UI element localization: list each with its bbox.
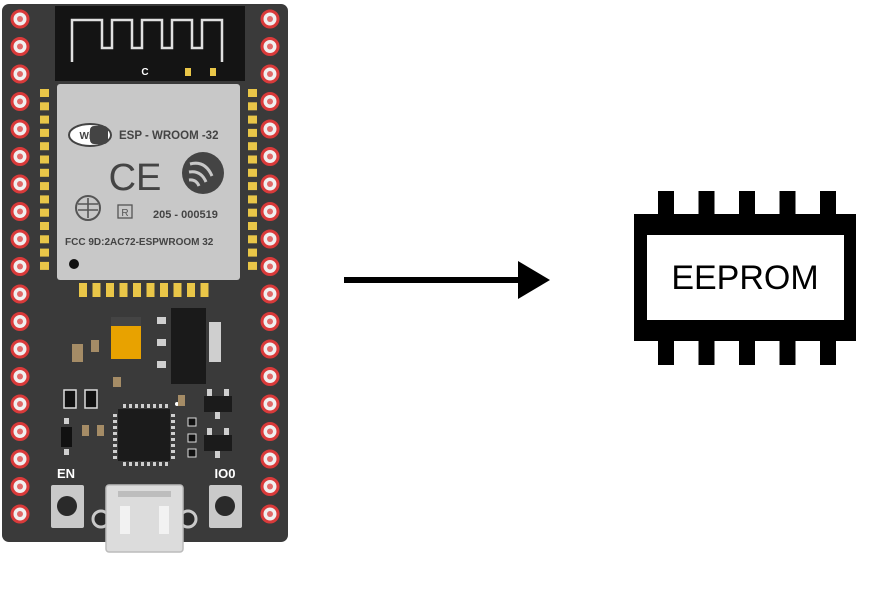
voltage-regulator <box>171 308 206 384</box>
esp32-dev-board: C WiFi ESP - WROOM -32 CE R 205 - 000519 <box>2 4 288 553</box>
chip-pins <box>113 404 175 466</box>
eeprom-pin-top <box>698 191 715 217</box>
usb-uart-chip <box>118 409 170 461</box>
antenna-trace <box>70 18 224 62</box>
eeprom-pin-top <box>739 191 755 217</box>
eeprom-label: EEPROM <box>671 259 818 297</box>
antenna-label: C <box>141 67 148 78</box>
button-en-label: EN <box>57 466 75 481</box>
eeprom-pin-top <box>779 191 796 217</box>
fcc-id: FCC 9D:2AC72-ESPWROOM 32 <box>65 237 214 248</box>
ce-mark: CE <box>109 157 162 199</box>
wifi-logo-text: WiFi <box>79 131 100 142</box>
module-brand: ESP - WROOM -32 <box>119 130 218 142</box>
micro-usb-connector <box>91 484 198 553</box>
registered-mark: R <box>121 208 128 219</box>
eeprom-pin-top <box>658 191 674 217</box>
transistor <box>204 435 232 451</box>
flow-arrow <box>344 261 550 299</box>
eeprom-pin-bottom <box>820 338 836 365</box>
registered-box <box>117 204 133 219</box>
registration-number: 205 - 000519 <box>153 209 218 221</box>
eeprom-pin-bottom <box>698 338 715 365</box>
eeprom-pin-top <box>820 191 836 217</box>
eeprom-pin-bottom <box>658 338 674 365</box>
eeprom-chip: EEPROM <box>634 191 856 365</box>
wifi-logo-icon: WiFi <box>68 123 112 147</box>
module-pads <box>40 89 257 297</box>
pin1-dot <box>69 259 79 269</box>
diode <box>61 427 72 447</box>
arrow-head <box>518 261 550 299</box>
espressif-logo-icon <box>182 152 224 194</box>
antenna-pad <box>210 68 216 76</box>
button-io0-label: IO0 <box>215 466 236 481</box>
antenna-area <box>55 6 245 81</box>
right-header-pins <box>260 9 280 524</box>
left-header-pins <box>10 9 30 524</box>
io0-button <box>209 485 242 528</box>
antenna-pad <box>185 68 191 76</box>
eeprom-pin-bottom <box>779 338 796 365</box>
certification-mark-icon <box>75 195 101 221</box>
components <box>61 308 232 466</box>
transistor <box>204 396 232 412</box>
eeprom-label-area <box>647 235 844 320</box>
eeprom-pins <box>658 191 836 365</box>
en-button <box>51 485 84 528</box>
eeprom-pin-bottom <box>739 338 755 365</box>
